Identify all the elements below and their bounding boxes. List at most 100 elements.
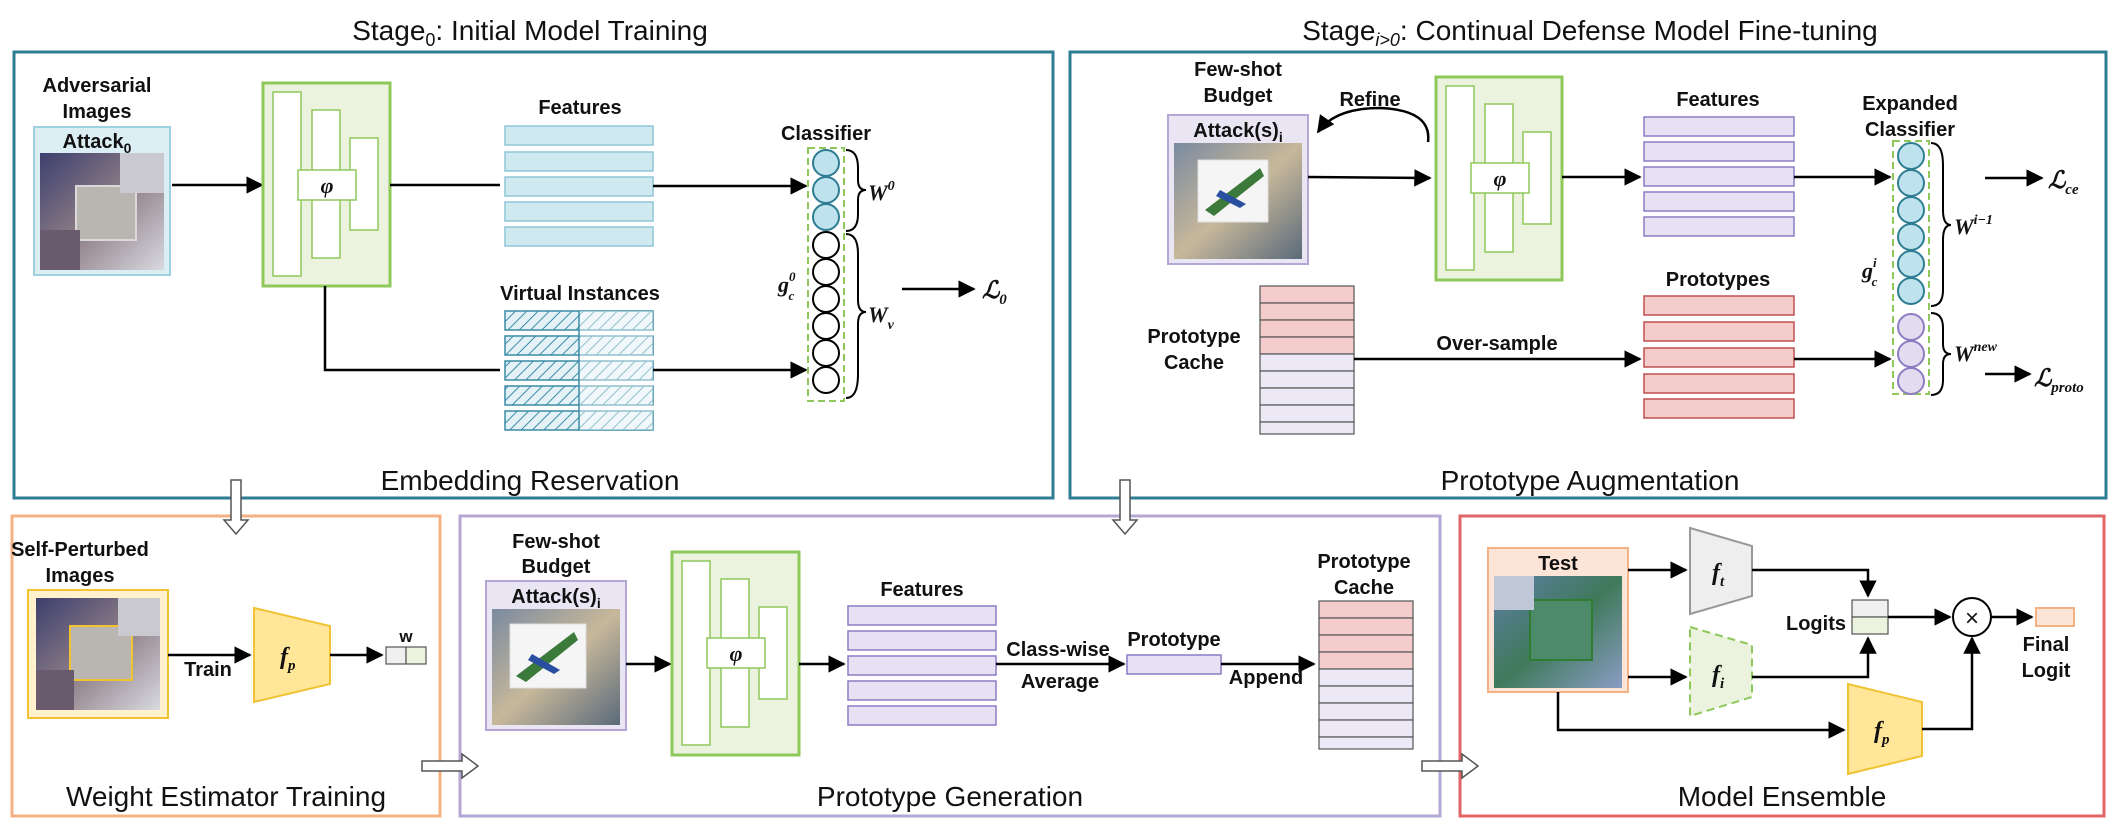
hollow-arrow-generation-to-ensemble — [1421, 752, 1480, 780]
encoder-phi-stage0: φ — [261, 81, 392, 288]
phi-symbol-stage-i: φ — [1494, 166, 1507, 191]
attack-image-collage-pg — [492, 609, 620, 725]
loss-ce-label: ℒce — [2048, 168, 2079, 198]
feature-stack-stage-i — [1643, 116, 1795, 237]
hollow-arrow-stage0-to-estimator — [222, 479, 250, 536]
weight-estimator-fp — [253, 606, 331, 704]
prototypes-label: Prototypes — [1666, 269, 1770, 291]
ft-label: ft — [1712, 560, 1725, 590]
virtual-instances-label: Virtual Instances — [500, 283, 660, 305]
prototype-cache-label-2: Cache — [1164, 352, 1224, 374]
weight-estimator-border — [10, 514, 442, 818]
wv-label: Wv — [868, 302, 895, 333]
weight-vector-w — [385, 646, 427, 665]
arrow-attack-encoder-stage-i — [1307, 169, 1432, 187]
feature-stack-stage0 — [504, 125, 654, 247]
arrow-ft-logits — [1752, 568, 1877, 598]
adversarial-label: Adversarial — [43, 75, 152, 97]
arrow-test-fp — [1556, 692, 1846, 739]
hollow-arrow-estimator-to-generation — [421, 752, 480, 780]
features-label-stage0: Features — [538, 97, 621, 119]
brace-wv — [845, 233, 867, 399]
classifier-label-stage-i: Classifier — [1865, 119, 1955, 141]
classifier-label: Classifier — [781, 123, 871, 145]
average-label: Average — [1021, 671, 1099, 693]
prototype-cache-label-1: Prototype — [1147, 326, 1240, 348]
model-ensemble-border — [1458, 514, 2106, 818]
prototype-generation-panel: Prototype Generation Few-shot Budget Att… — [458, 514, 1442, 818]
fp-label-we: fp — [280, 644, 296, 674]
loss-proto-label: ℒproto — [2034, 366, 2084, 396]
budget-label-pg: Budget — [522, 556, 591, 578]
weight-estimator-panel: Weight Estimator Training Self-Perturbed… — [10, 514, 442, 818]
classwise-label: Class-wise — [1006, 639, 1109, 661]
self-perturbed-image-collage — [36, 598, 160, 710]
prototype-bar — [1126, 654, 1222, 675]
brace-w-new — [1930, 312, 1952, 396]
multiply-icon: × — [1965, 605, 1979, 632]
model-ensemble-panel: Model Ensemble Test ft fi fp Logits × Fi… — [1458, 514, 2106, 818]
model-ensemble-label: Model Ensemble — [1678, 781, 1887, 812]
stage-i-border — [1068, 50, 2108, 500]
embedding-reservation-label: Embedding Reservation — [381, 465, 680, 496]
test-label: Test — [1538, 553, 1578, 575]
prototype-generation-border — [458, 514, 1442, 818]
w-prev-label: Wi−1 — [1954, 213, 1993, 239]
images-label-we: Images — [46, 565, 115, 587]
brace-w0 — [845, 149, 867, 232]
phi-symbol: φ — [321, 173, 334, 198]
logits-label: Logits — [1786, 613, 1846, 635]
final-logit-box — [2035, 607, 2075, 627]
attack-i-label-stage-i: Attack(s)i — [1193, 120, 1282, 145]
features-label-pg: Features — [880, 579, 963, 601]
refine-arrow — [1316, 106, 1430, 143]
oversample-label: Over-sample — [1436, 333, 1557, 355]
frozen-model-ft — [1689, 526, 1753, 616]
stage-i-title: Stagei>0: Continual Defense Model Fine-t… — [1302, 15, 1878, 50]
prototype-cache-pg — [1318, 600, 1414, 750]
fi-label: fi — [1712, 662, 1725, 692]
attack-i-label-pg: Attack(s)i — [511, 586, 600, 611]
budget-label-stage-i: Budget — [1204, 85, 1273, 107]
features-label-stage-i: Features — [1676, 89, 1759, 111]
refine-label: Refine — [1339, 89, 1400, 111]
prototype-label: Prototype — [1127, 629, 1220, 651]
adapted-model-fi — [1689, 625, 1753, 718]
few-shot-label-pg: Few-shot — [512, 531, 600, 553]
weight-estimator-label: Weight Estimator Training — [66, 781, 386, 812]
arrow-fi-logits — [1752, 636, 1877, 679]
stage0-panel: Stage0: Initial Model Training Embedding… — [12, 15, 1055, 500]
classifier-stage0 — [807, 147, 845, 402]
prototype-cache-stage-i — [1259, 285, 1355, 435]
w-new-label: Wnew — [1954, 340, 1998, 366]
train-label: Train — [184, 659, 232, 681]
w0-label: W0 — [868, 179, 895, 205]
logit-label: Logit — [2022, 660, 2071, 682]
final-label: Final — [2023, 634, 2070, 656]
prototype-cache-label-pg-1: Prototype — [1317, 551, 1410, 573]
virtual-instance-stack — [504, 310, 654, 431]
fp-label-ensemble: fp — [1874, 718, 1890, 748]
attack0-label: Attack0 — [63, 131, 132, 156]
expanded-label: Expanded — [1862, 93, 1958, 115]
prototype-cache-label-pg-2: Cache — [1334, 577, 1394, 599]
expanded-classifier — [1892, 140, 1930, 395]
feature-stack-pg — [847, 605, 997, 726]
prototype-stack-stage-i — [1643, 295, 1795, 419]
loss0-label: ℒ0 — [982, 278, 1007, 308]
phi-symbol-pg: φ — [730, 641, 743, 666]
stage0-title: Stage0: Initial Model Training — [352, 15, 708, 50]
few-shot-label-stage-i: Few-shot — [1194, 59, 1282, 81]
arrow-fp-multiply — [1922, 636, 1981, 731]
weight-estimator-fp-ensemble — [1847, 682, 1923, 776]
attack-image-collage-stage-i — [1174, 143, 1302, 259]
images-label: Images — [63, 101, 132, 123]
adversarial-image-collage — [40, 153, 164, 270]
prototype-augmentation-label: Prototype Augmentation — [1441, 465, 1740, 496]
w-label: w — [398, 627, 413, 646]
stage-i-panel: Stagei>0: Continual Defense Model Fine-t… — [1068, 15, 2108, 500]
self-perturbed-label: Self-Perturbed — [11, 539, 149, 561]
